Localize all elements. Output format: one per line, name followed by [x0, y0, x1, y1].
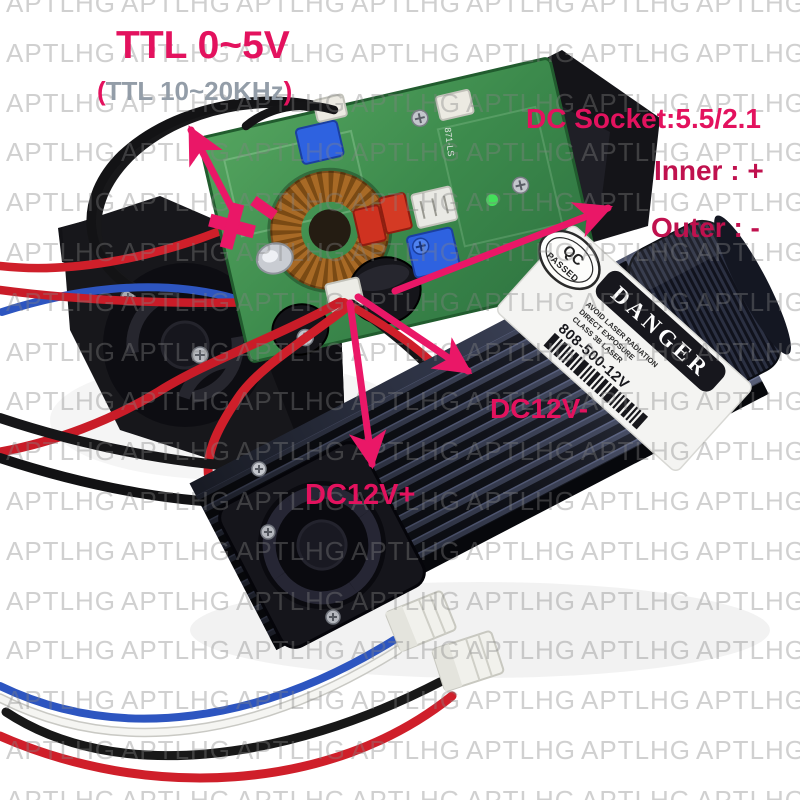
blue-output-wire: [0, 636, 398, 723]
dc-socket-arrow: [391, 202, 613, 295]
ttl-frequency-label: (TTL 10~20KHz): [97, 78, 292, 104]
ttl-arrow: [187, 125, 241, 222]
outer-polarity-label: Outer : -: [651, 212, 760, 243]
output-wires: [0, 636, 457, 783]
dc-socket-connector: [410, 185, 458, 229]
ttl-frequency-text: TTL 10~20KHz: [105, 76, 284, 106]
module-fan: [218, 441, 426, 649]
fan-screw-2: [260, 524, 276, 540]
qc-passed-stamp: QC PASSED: [538, 229, 601, 291]
red-terminal-1: [352, 204, 387, 247]
trimmer-pot-top: [295, 119, 345, 165]
ttl-stub-wire: [241, 101, 339, 131]
status-led: [486, 194, 499, 207]
red-terminal-2: [378, 192, 413, 234]
jst-connector-2: [431, 630, 505, 692]
dc12v-minus-label: DC12V-: [490, 393, 589, 424]
pcb-silkscreen-text: 871-LS: [443, 127, 456, 157]
ttl-minus-marker: [250, 196, 278, 220]
inner-polarity-label: Inner : +: [654, 155, 764, 186]
ttl-plus-marker: [208, 202, 256, 250]
pcb-screw-1: [411, 109, 429, 127]
ttl-frequency-open-paren: (: [97, 76, 106, 106]
aux-connector: [435, 89, 475, 121]
fan-screw-3: [325, 609, 341, 625]
white-output-wire: [0, 646, 402, 736]
ttl-frequency-close-paren: ): [283, 76, 293, 106]
dc-socket-label: DC Socket:5.5/2.1: [526, 103, 761, 134]
barcode: [543, 332, 649, 430]
bracket-screw-1: [191, 346, 209, 364]
ttl-voltage-label: TTL 0~5V: [116, 24, 290, 67]
driver-pcb: 871-LS: [198, 57, 602, 363]
pcb-screw-2: [511, 176, 530, 195]
dc12v-plus-label: DC12V+: [305, 479, 416, 511]
aluminum-cap: [255, 242, 294, 275]
dc12v-minus-arrow: [354, 293, 473, 375]
jst-connector-1: [385, 590, 457, 652]
danger-badge: [595, 270, 726, 392]
dc12v-plus-arrow: [346, 299, 387, 470]
red-output-wire: [0, 691, 457, 783]
black-output-wire: [1, 677, 445, 761]
fan-screw-1: [251, 461, 267, 477]
